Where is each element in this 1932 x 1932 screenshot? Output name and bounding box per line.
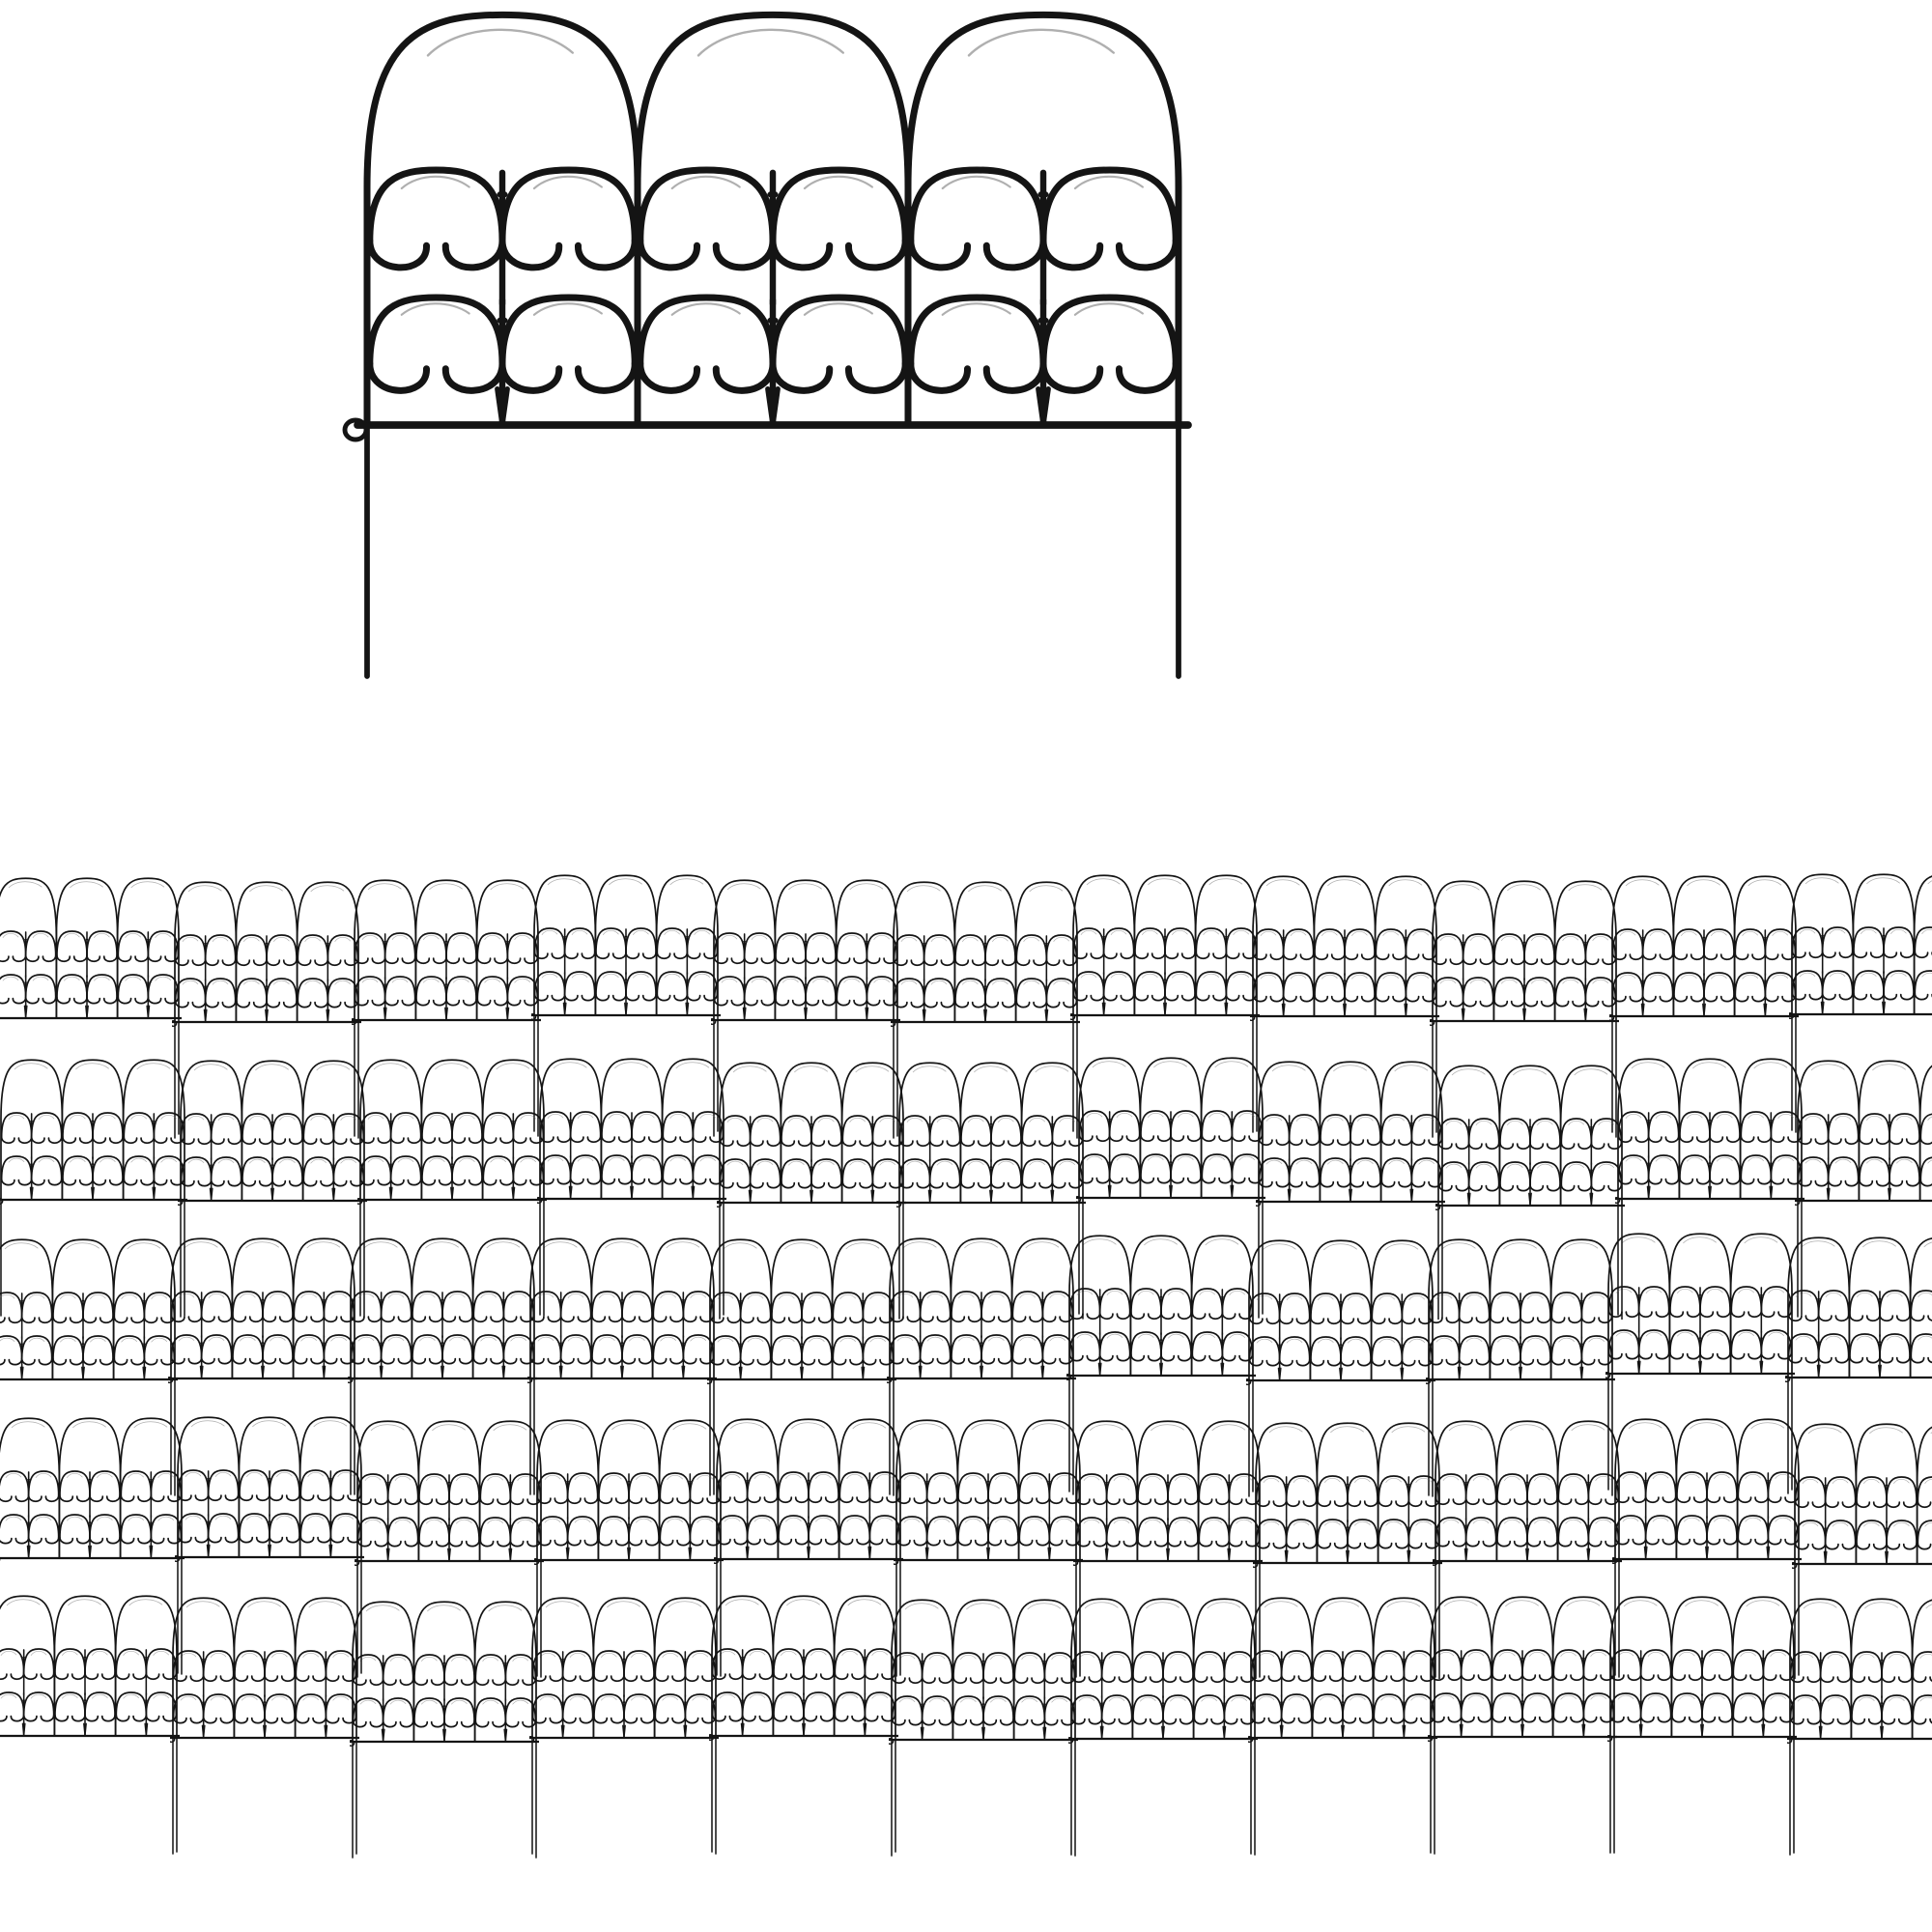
- connector-ring: [342, 417, 369, 442]
- connector-ring: [889, 1737, 895, 1745]
- fence-panel: [717, 1062, 906, 1320]
- fence-panel: [0, 1059, 187, 1318]
- connector-ring: [1070, 1012, 1076, 1020]
- fence-panel: [1073, 1419, 1263, 1678]
- connector-ring: [711, 1017, 717, 1025]
- fence-panel: [534, 1419, 724, 1678]
- connector-ring: [1607, 1735, 1613, 1742]
- connector-ring: [1430, 1018, 1435, 1026]
- fence-panel: [537, 1058, 726, 1316]
- connector-ring: [1605, 1372, 1611, 1379]
- panel-ironwork: [354, 11, 1192, 429]
- fence-panel: [1253, 1422, 1442, 1679]
- fence-row: [0, 1209, 1932, 1499]
- fence-panel-grid: [0, 850, 1932, 1932]
- single-fence-panel: [342, 11, 1192, 679]
- product-summary: decorative-wrought-iron-garden-border-fe…: [0, 0, 1, 1]
- fence-panel: [1609, 875, 1799, 1133]
- fence-panel: [1256, 1061, 1445, 1320]
- fence-row: [0, 1030, 1932, 1320]
- fence-panel: [1070, 874, 1260, 1132]
- connector-ring: [1435, 1203, 1441, 1210]
- fence-panel: [1066, 1235, 1256, 1493]
- fence-row: [0, 1389, 1932, 1679]
- hero-product-shot: [0, 0, 1932, 850]
- ground-stakes: [364, 422, 1181, 679]
- fence-panel: [0, 1238, 178, 1497]
- connector-ring: [172, 1019, 178, 1027]
- connector-ring: [0, 1198, 4, 1206]
- fence-panel: [1428, 1596, 1617, 1855]
- fence-panel: [1787, 1598, 1932, 1857]
- connector-ring: [1256, 1200, 1262, 1208]
- fence-panel: [714, 1418, 903, 1677]
- fence-panel: [357, 1059, 547, 1317]
- connector-ring: [527, 1377, 533, 1384]
- fence-panel: [1076, 1057, 1265, 1315]
- fence-panel: [531, 874, 721, 1133]
- fence-panel: [1789, 873, 1932, 1132]
- fence-panel: [707, 1238, 896, 1497]
- fence-panel: [1248, 1596, 1437, 1855]
- fence-panel: [1068, 1598, 1258, 1856]
- fence-panel: [1615, 1058, 1804, 1317]
- fence-panel: [1605, 1233, 1795, 1492]
- fence-panel: [891, 880, 1080, 1139]
- connector-ring: [1428, 1735, 1434, 1743]
- fence-panel: [887, 1237, 1076, 1495]
- connector-ring: [1246, 1378, 1252, 1385]
- fence-row: [0, 1569, 1932, 1859]
- fence-panel: [709, 1595, 898, 1853]
- fence-row: [0, 850, 1932, 1140]
- fence-panel: [350, 1601, 539, 1859]
- fence-panel: [178, 1060, 367, 1318]
- connector-ring: [1792, 1562, 1798, 1569]
- connector-ring: [717, 1201, 723, 1208]
- connector-ring: [1615, 1197, 1621, 1205]
- fence-panel: [889, 1599, 1078, 1857]
- connector-ring: [1785, 1376, 1791, 1383]
- fence-panel: [529, 1597, 719, 1855]
- fence-panel: [1433, 1420, 1622, 1679]
- fence-panel: [0, 1595, 180, 1853]
- fence-panel-ironwork: [342, 11, 1192, 679]
- fence-panel: [1435, 1064, 1625, 1320]
- connector-ring: [355, 1559, 360, 1567]
- fence-panel: [1607, 1596, 1797, 1854]
- fence-panel: [0, 877, 182, 1136]
- fence-panel: [170, 1597, 359, 1855]
- fence-panel: [0, 1417, 185, 1675]
- connector-ring: [350, 1740, 355, 1747]
